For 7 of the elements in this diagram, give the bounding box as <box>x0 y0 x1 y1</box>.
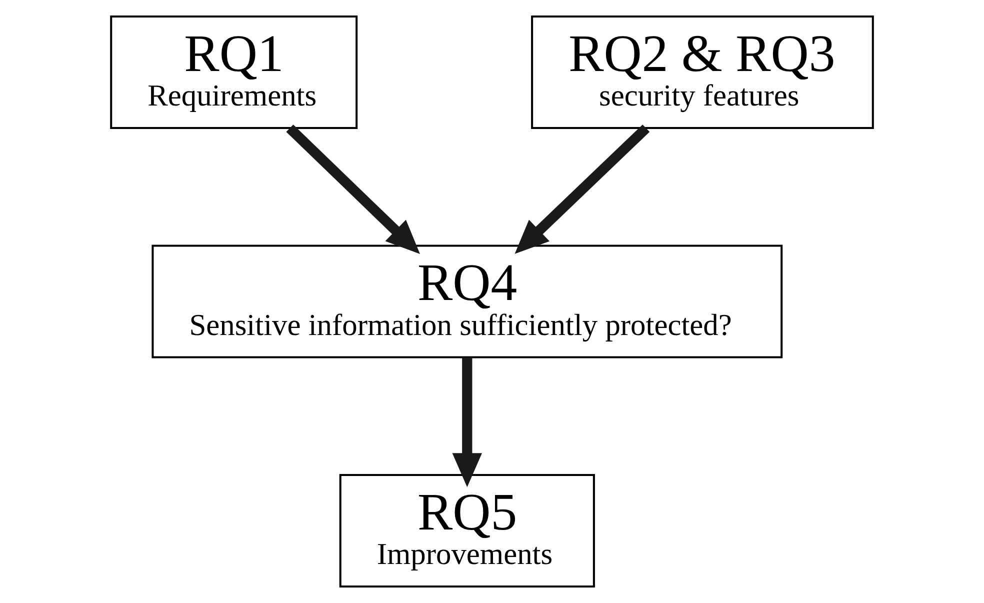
node-box: RQ4 Sensitive information sufficiently protected? <box>152 244 783 358</box>
arrow <box>286 124 420 254</box>
arrow <box>452 357 482 488</box>
node-box: RQ1 Requirements <box>110 15 358 130</box>
node-box: RQ5 Improvements <box>339 474 595 588</box>
node-box: RQ2 & RQ3 security features <box>531 15 874 130</box>
arrow <box>514 124 650 254</box>
